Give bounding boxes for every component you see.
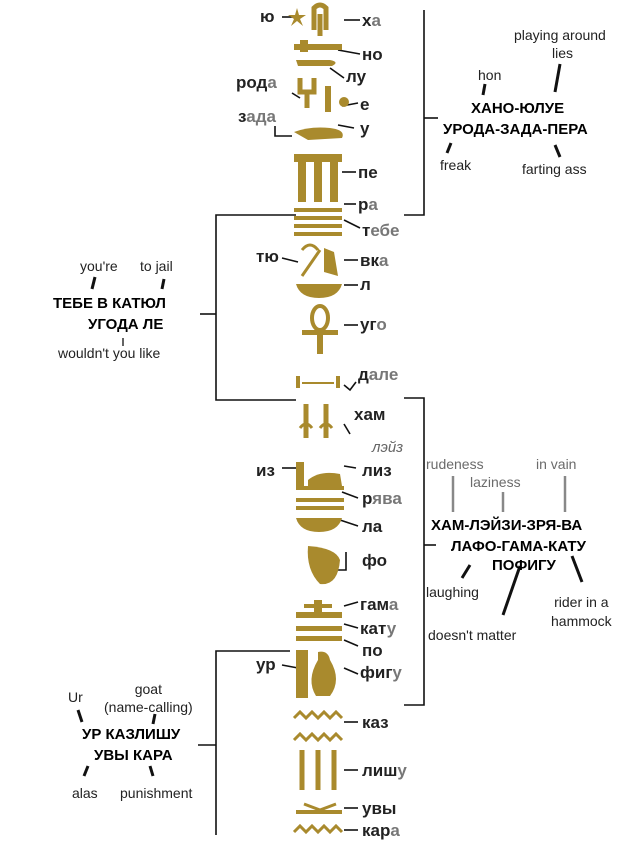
syllable-pe: пе xyxy=(358,163,378,182)
group3-line1: ХАМ-ЛЭЙЗИ-ЗРЯ-ВА xyxy=(431,517,583,534)
gloss-in-vain: in vain xyxy=(536,456,577,472)
syllable-note-lezy: лэйз xyxy=(372,439,404,456)
syllable-la: ла xyxy=(362,517,383,536)
syllable-zada: зада xyxy=(238,107,276,126)
syllable-kara: кара xyxy=(362,821,400,840)
bars4-glyph xyxy=(296,810,342,814)
group2-line2: УГОДА ЛЕ xyxy=(88,316,164,333)
bird2-glyph xyxy=(307,546,340,585)
bird-glyph xyxy=(324,248,338,276)
syllable-tyu: тю xyxy=(256,247,279,266)
syllable-lu: лу xyxy=(346,67,367,86)
snake-glyph xyxy=(294,127,343,140)
tick-glyph xyxy=(296,376,300,388)
syllable-ra: ра xyxy=(358,195,378,214)
gloss-freak: freak xyxy=(440,157,472,173)
bars-glyph xyxy=(294,208,342,212)
syllable-ryava: рява xyxy=(362,489,402,508)
ankh-glyph xyxy=(310,304,330,332)
water-glyph xyxy=(292,709,344,721)
bars2-glyph xyxy=(296,498,344,502)
syllable-lishu: лишу xyxy=(362,761,407,780)
reeds-glyph xyxy=(299,750,337,790)
syllable-yu: ю xyxy=(260,7,275,26)
bar3-glyph xyxy=(296,626,342,631)
group1-line1: ХАНО-ЮЛУЕ xyxy=(471,100,565,117)
syllable-gama: гама xyxy=(360,595,399,614)
basket-glyph xyxy=(294,44,342,50)
vase-glyph xyxy=(311,651,336,696)
bowl-glyph xyxy=(296,284,342,298)
group2-line1: ТЕБЕ В КАТЮЛ xyxy=(53,295,166,312)
lion-glyph xyxy=(308,472,342,486)
gloss-lies: lies xyxy=(552,45,574,61)
syllable-iz: из xyxy=(256,461,275,480)
gloss-doesnt-matter: doesn't matter xyxy=(428,627,517,643)
hieroglyph-column xyxy=(288,2,349,835)
wall-glyph xyxy=(296,650,308,698)
gloss-rudeness: rudeness xyxy=(426,456,484,472)
syllable-tebe: тебе xyxy=(362,221,400,240)
syllable-kaz: каз xyxy=(362,713,389,732)
syllable-roda: рода xyxy=(236,73,277,92)
syllable-dale: дале xyxy=(358,365,399,384)
group4-line1: УР КАЗЛИШУ xyxy=(82,726,181,743)
syllable-katu: кату xyxy=(360,619,397,638)
syllable-u: у xyxy=(360,119,370,138)
forked-stick-glyph xyxy=(297,78,317,108)
syllable-no: но xyxy=(362,45,383,64)
gloss-laughing: laughing xyxy=(426,584,479,600)
group3-line2: ЛАФО-ГАМА-КАТУ xyxy=(451,538,586,555)
syllable-ha: ха xyxy=(362,11,381,30)
syllable-uvy: увы xyxy=(362,799,397,818)
double-reed-glyph xyxy=(303,404,329,438)
gloss-rider-in-a-hammock: rider in a hammock xyxy=(551,594,612,629)
syllable-ur: ур xyxy=(256,655,276,674)
syllable-l: л xyxy=(360,275,371,294)
syllable-po: по xyxy=(362,641,383,660)
group3-line3: ПОФИГУ xyxy=(492,557,556,574)
star-glyph xyxy=(288,8,306,26)
gloss-wouldnt-you-like: wouldn't you like xyxy=(58,345,161,361)
gloss-goat-name-calling: goat (name-calling) xyxy=(104,681,193,716)
gloss-alas: alas xyxy=(72,785,98,801)
group4-line2: УВЫ КАРА xyxy=(94,747,173,764)
stand-glyph xyxy=(296,462,304,490)
syllable-fo: фо xyxy=(362,551,388,570)
bowl2-glyph xyxy=(296,518,342,532)
bread-glyph xyxy=(339,97,349,107)
gloss-hon: hon xyxy=(478,67,502,83)
gloss-to-jail: to jail xyxy=(140,258,173,274)
syllable-ugo: уго xyxy=(360,315,387,334)
gloss-punishment: punishment xyxy=(120,785,193,801)
group1-line2: УРОДА-ЗАДА-ПЕРА xyxy=(443,121,588,138)
water2-glyph xyxy=(292,823,344,835)
lasso-glyph xyxy=(296,60,336,66)
gloss-laziness: laziness xyxy=(470,474,521,490)
syllable-e: е xyxy=(360,95,370,114)
syllable-vka: вка xyxy=(360,251,389,270)
syllable-liz: лиз xyxy=(362,461,392,480)
gloss-youre: you're xyxy=(80,258,118,274)
gloss-ur: Ur xyxy=(68,689,83,705)
syllable-ham: хам xyxy=(354,405,386,424)
pillars-glyph xyxy=(294,154,342,162)
gloss-playing-around: playing around xyxy=(514,27,606,43)
syllable-figu: фигу xyxy=(360,663,402,682)
twisted-flax-glyph xyxy=(311,2,329,36)
gloss-farting-ass: farting ass xyxy=(522,161,587,177)
sceptre-glyph xyxy=(300,243,322,277)
